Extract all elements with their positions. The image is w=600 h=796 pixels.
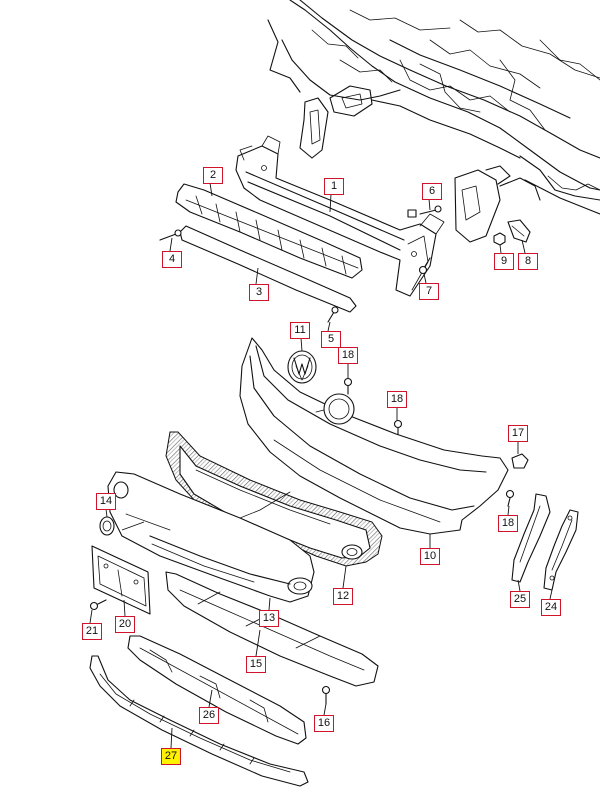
tow-eye-cap	[99, 516, 115, 536]
callout-part-18c[interactable]: 18	[498, 515, 518, 532]
callout-part-21[interactable]: 21	[82, 623, 102, 640]
bumper-cover	[239, 337, 509, 535]
callout-part-24[interactable]: 24	[541, 599, 561, 616]
front-spoiler	[165, 571, 379, 687]
callout-part-10[interactable]: 10	[420, 548, 440, 565]
leader-lines	[89, 182, 553, 749]
callout-part-27[interactable]: 27	[161, 748, 181, 765]
callout-part-14[interactable]: 14	[96, 493, 116, 510]
callout-part-5[interactable]: 5	[321, 331, 341, 348]
lower-grille-frame	[107, 471, 315, 603]
lower-absorber-strip	[179, 225, 357, 313]
callout-part-1[interactable]: 1	[324, 178, 344, 195]
callout-part-13[interactable]: 13	[259, 610, 279, 627]
callout-part-15[interactable]: 15	[246, 656, 266, 673]
callout-part-18b[interactable]: 18	[387, 391, 407, 408]
side-bracket-right	[543, 509, 579, 591]
callout-part-3[interactable]: 3	[249, 284, 269, 301]
fasteners	[89, 205, 531, 705]
energy-absorber	[175, 183, 363, 279]
lower-trim-panel	[127, 635, 307, 745]
side-bracket-left	[511, 493, 551, 583]
callout-part-20[interactable]: 20	[115, 616, 135, 633]
callout-part-26[interactable]: 26	[199, 707, 219, 724]
callout-part-9[interactable]: 9	[494, 253, 514, 270]
callout-part-25[interactable]: 25	[510, 591, 530, 608]
radiator-grille	[165, 431, 383, 567]
callout-part-6[interactable]: 6	[422, 183, 442, 200]
callout-part-18a[interactable]: 18	[338, 347, 358, 364]
callout-part-17[interactable]: 17	[508, 425, 528, 442]
callout-part-7[interactable]: 7	[419, 283, 439, 300]
callout-part-2[interactable]: 2	[203, 167, 223, 184]
bumper-reinforcement-beam	[235, 135, 445, 297]
bottom-lip-spoiler	[89, 655, 309, 787]
callout-part-16[interactable]: 16	[314, 715, 334, 732]
callout-part-11[interactable]: 11	[290, 322, 310, 339]
vw-emblem	[287, 350, 317, 384]
vehicle-body-structure	[267, 0, 600, 243]
callout-part-4[interactable]: 4	[162, 251, 182, 268]
callout-part-8[interactable]: 8	[518, 253, 538, 270]
callout-part-12[interactable]: 12	[333, 588, 353, 605]
license-plate-holder	[91, 545, 151, 615]
